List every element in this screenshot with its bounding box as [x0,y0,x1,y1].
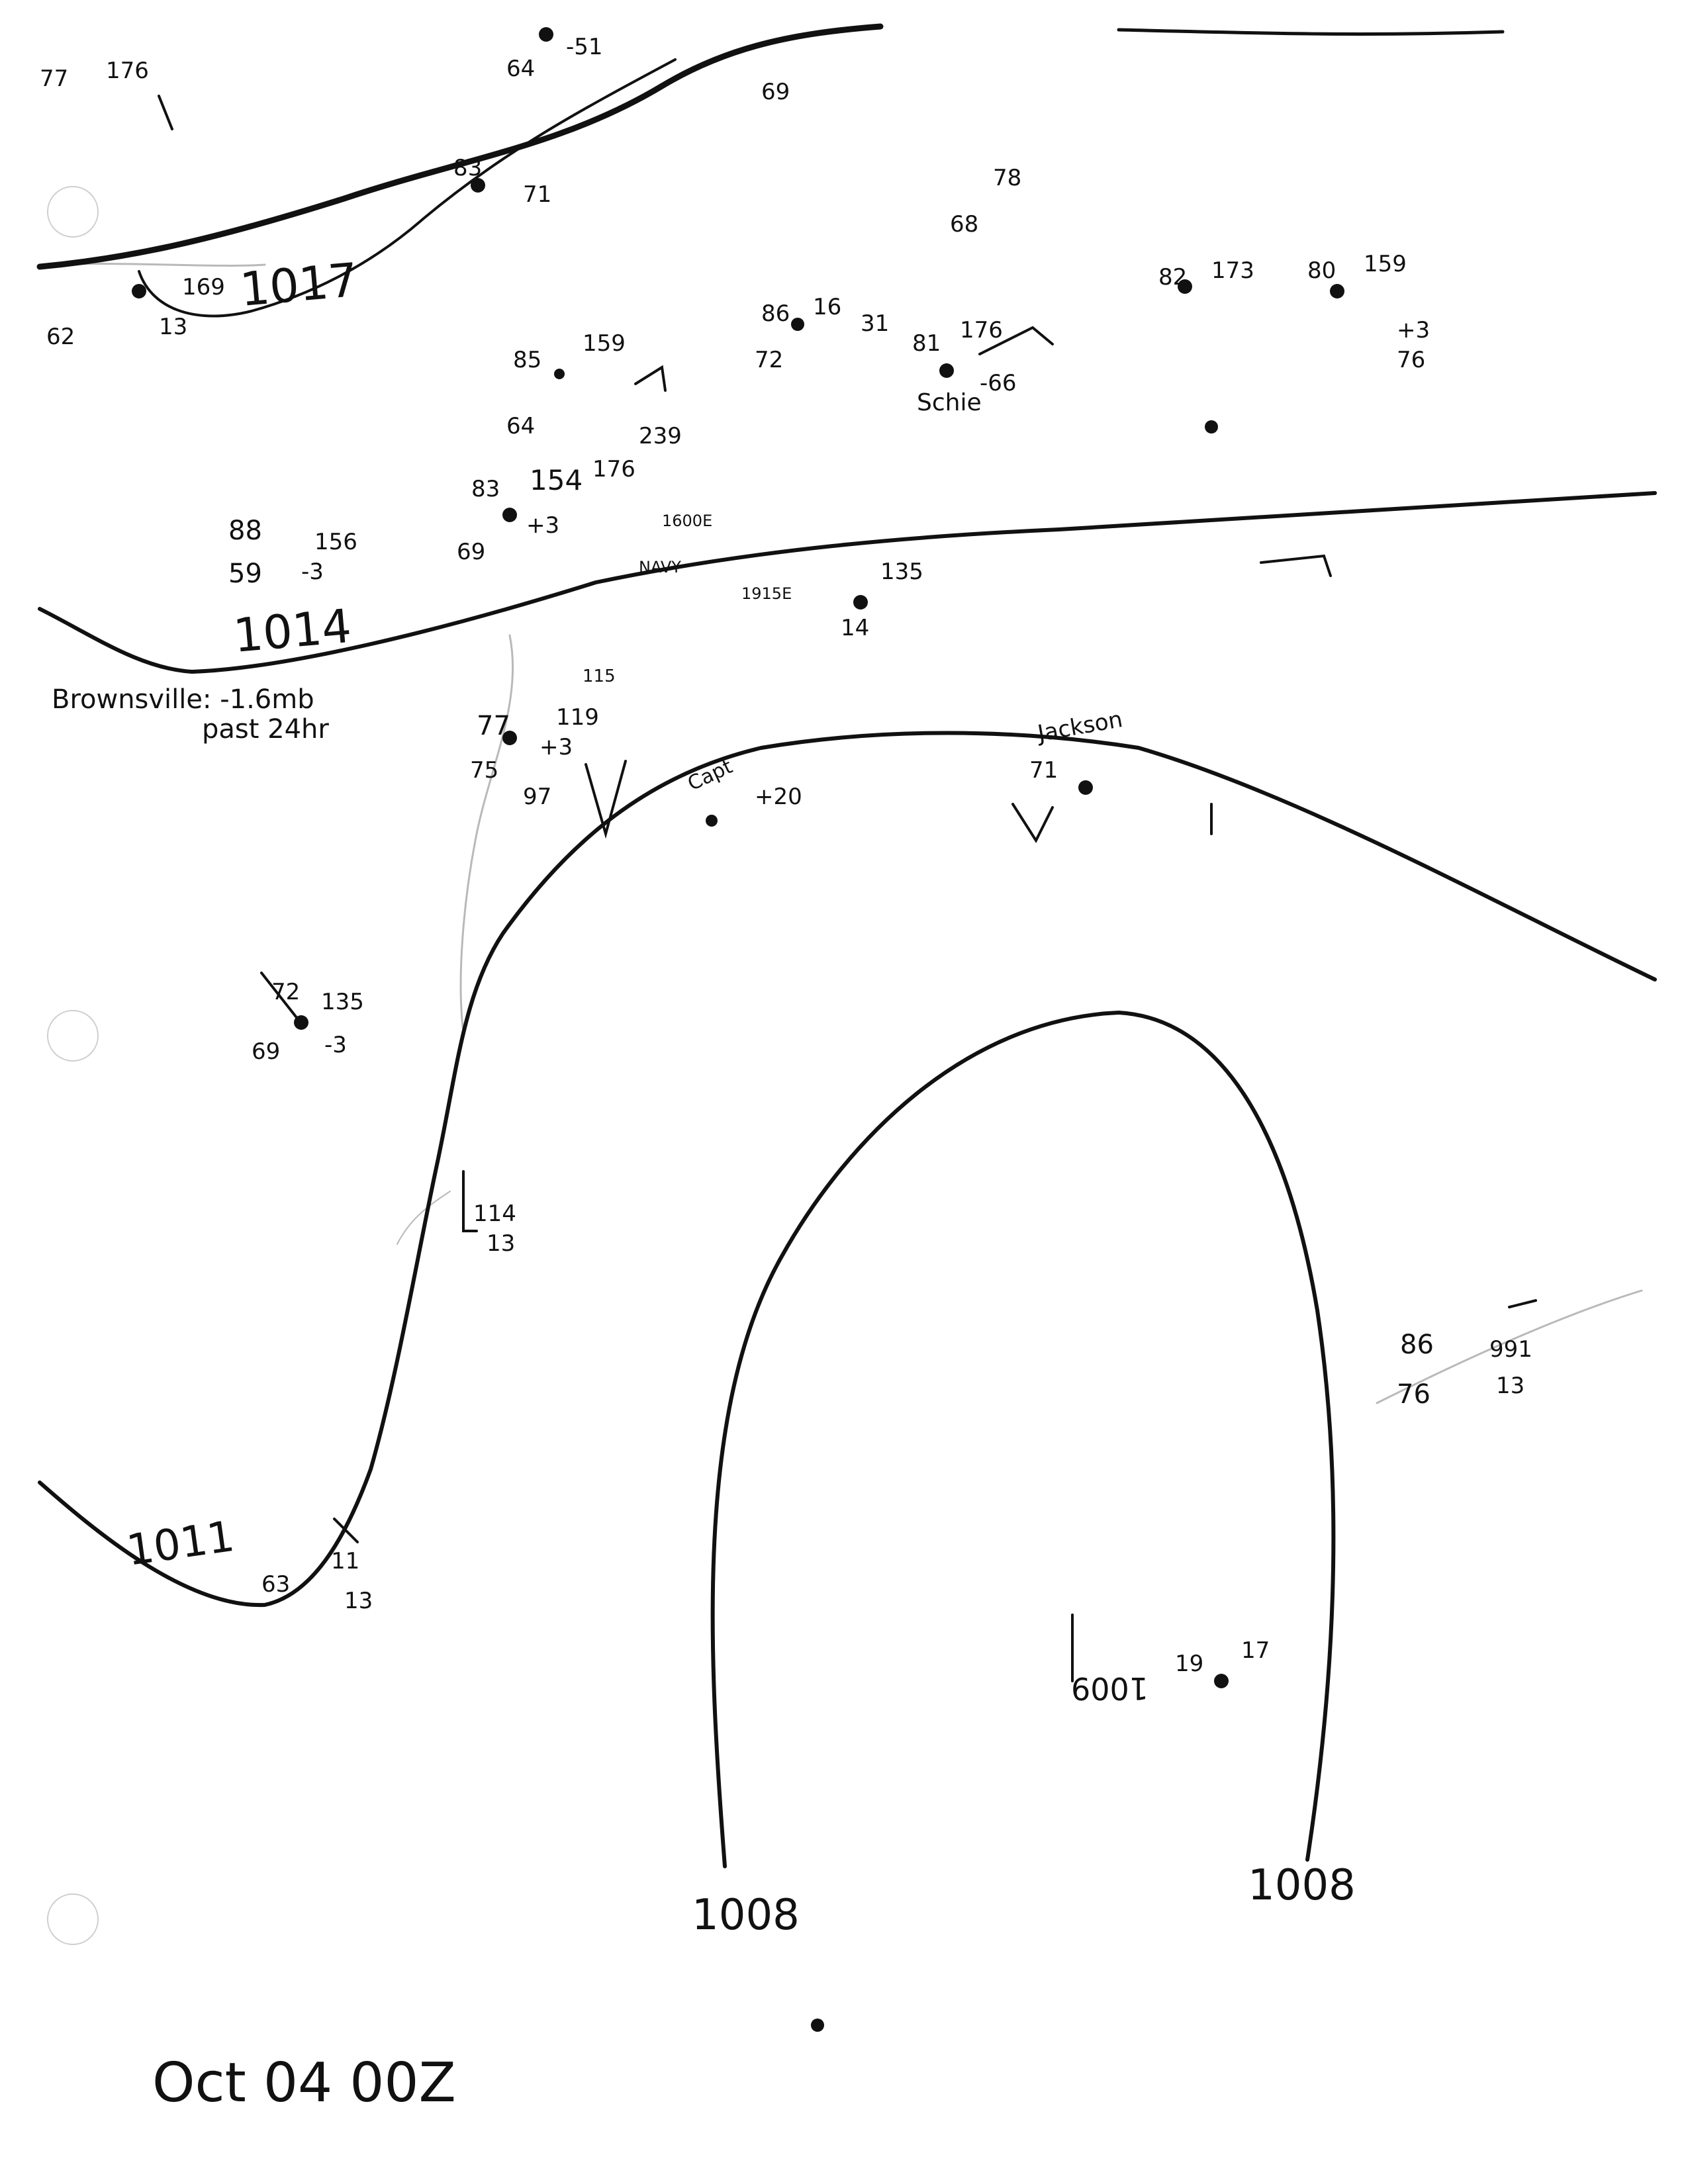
station-value: 78 [993,165,1021,191]
station-value: +3 [526,512,559,539]
station-value: 19 [1175,1651,1203,1677]
station-value: 173 [1211,257,1254,284]
station-value: 76 [1397,347,1425,373]
station-value: 71 [1029,757,1058,784]
place-label-capt: Capt [684,755,737,796]
station-value: -66 [980,370,1017,396]
station-plot-values: 77 176 64 -51 69 83 71 169 62 13 85 159 … [40,34,1532,1677]
station-value: -51 [566,34,603,60]
isobar-1008 [710,1011,1336,1868]
station-value: 69 [761,79,790,105]
station-value: 72 [271,979,300,1005]
isobar-1017-northern-segment [36,23,884,270]
place-label-schie: Schie [917,389,982,416]
binder-hole-icon [47,1893,99,1945]
station-value: 1600E [662,512,712,530]
station-value: 176 [106,58,149,84]
station-value: 80 [1307,257,1336,284]
station-value: 64 [506,56,535,82]
station-value: +20 [755,784,802,810]
station-value: 81 [912,330,941,357]
station-value: 62 [46,324,75,350]
station-value: 115 [583,666,616,686]
station-value: 176 [960,317,1003,343]
station-value: 63 [261,1571,290,1598]
station-value: 159 [1364,251,1407,277]
isobar-label-1014: 1014 [231,599,353,663]
station-value: 83 [453,155,482,181]
station-value: 31 [861,310,889,337]
station-value: 13 [159,314,187,340]
isobar-label-1008-right: 1008 [1248,1861,1356,1910]
station-value: 82 [1158,264,1187,291]
isobar-label-1009: 1009 [1071,1670,1149,1706]
station-value: 135 [880,559,923,585]
isobar-1014 [38,491,1657,674]
station-value: 75 [470,757,498,784]
station-value: 1915E [741,584,792,603]
station-value: 85 [513,347,541,373]
station-dot-icon [132,27,1344,2032]
coastline-trace [1376,1289,1643,1404]
station-value: 13 [344,1588,373,1614]
station-value: 68 [950,211,978,238]
station-value: 16 [813,294,841,320]
station-value: 97 [523,784,551,810]
station-value: 59 [228,559,262,589]
station-value: -3 [301,559,324,585]
station-value: 64 [506,413,535,439]
binder-hole-icon [47,1010,99,1062]
isobar-label-1017: 1017 [238,253,360,317]
station-value: 77 [477,711,510,741]
station-value: 159 [583,330,626,357]
station-value: 14 [841,615,869,641]
station-value: +3 [1397,317,1430,343]
station-value: 88 [228,516,262,546]
station-value: 239 [639,423,682,449]
analysis-date-label: Oct 04 00Z [152,2052,456,2115]
station-value: 154 [530,464,583,496]
station-value: 135 [321,989,364,1015]
station-value: 176 [592,456,635,482]
station-value: 69 [252,1038,280,1065]
station-value: 13 [487,1230,515,1257]
wind-barb-icon [158,95,1537,1682]
station-value: 71 [523,181,551,208]
station-value: 77 [40,66,68,92]
coastline-trace [459,634,514,1034]
station-value: 119 [556,704,599,731]
station-value: 991 [1489,1336,1532,1363]
station-value: 169 [182,274,225,300]
pressure-tendency-note-line2: past 24hr [202,714,329,745]
station-value: 13 [1496,1373,1524,1399]
isobar-upper-right-segment [1117,28,1505,36]
station-value: 86 [761,300,790,327]
isobar-label-1008-left: 1008 [692,1891,800,1940]
pressure-tendency-note-line1: Brownsville: -1.6mb [52,684,314,715]
station-value: 114 [473,1201,516,1227]
station-value: 72 [755,347,783,373]
station-value: 83 [471,476,500,502]
coastline-trace [397,1191,451,1245]
binder-hole-icon [47,186,99,238]
station-value: 76 [1397,1379,1430,1410]
isobar-label-1011: 1011 [124,1512,238,1576]
station-value: 86 [1400,1330,1434,1360]
station-value: NAVY [639,558,681,576]
isobar-1011 [38,731,1657,1608]
station-value: 69 [457,539,485,565]
station-value: -3 [324,1032,347,1058]
station-value: 17 [1241,1637,1270,1664]
isobar-1017-inner-segment [138,58,677,318]
station-value: +3 [539,734,573,760]
station-value: 156 [314,529,357,555]
station-value: 11 [331,1548,359,1574]
